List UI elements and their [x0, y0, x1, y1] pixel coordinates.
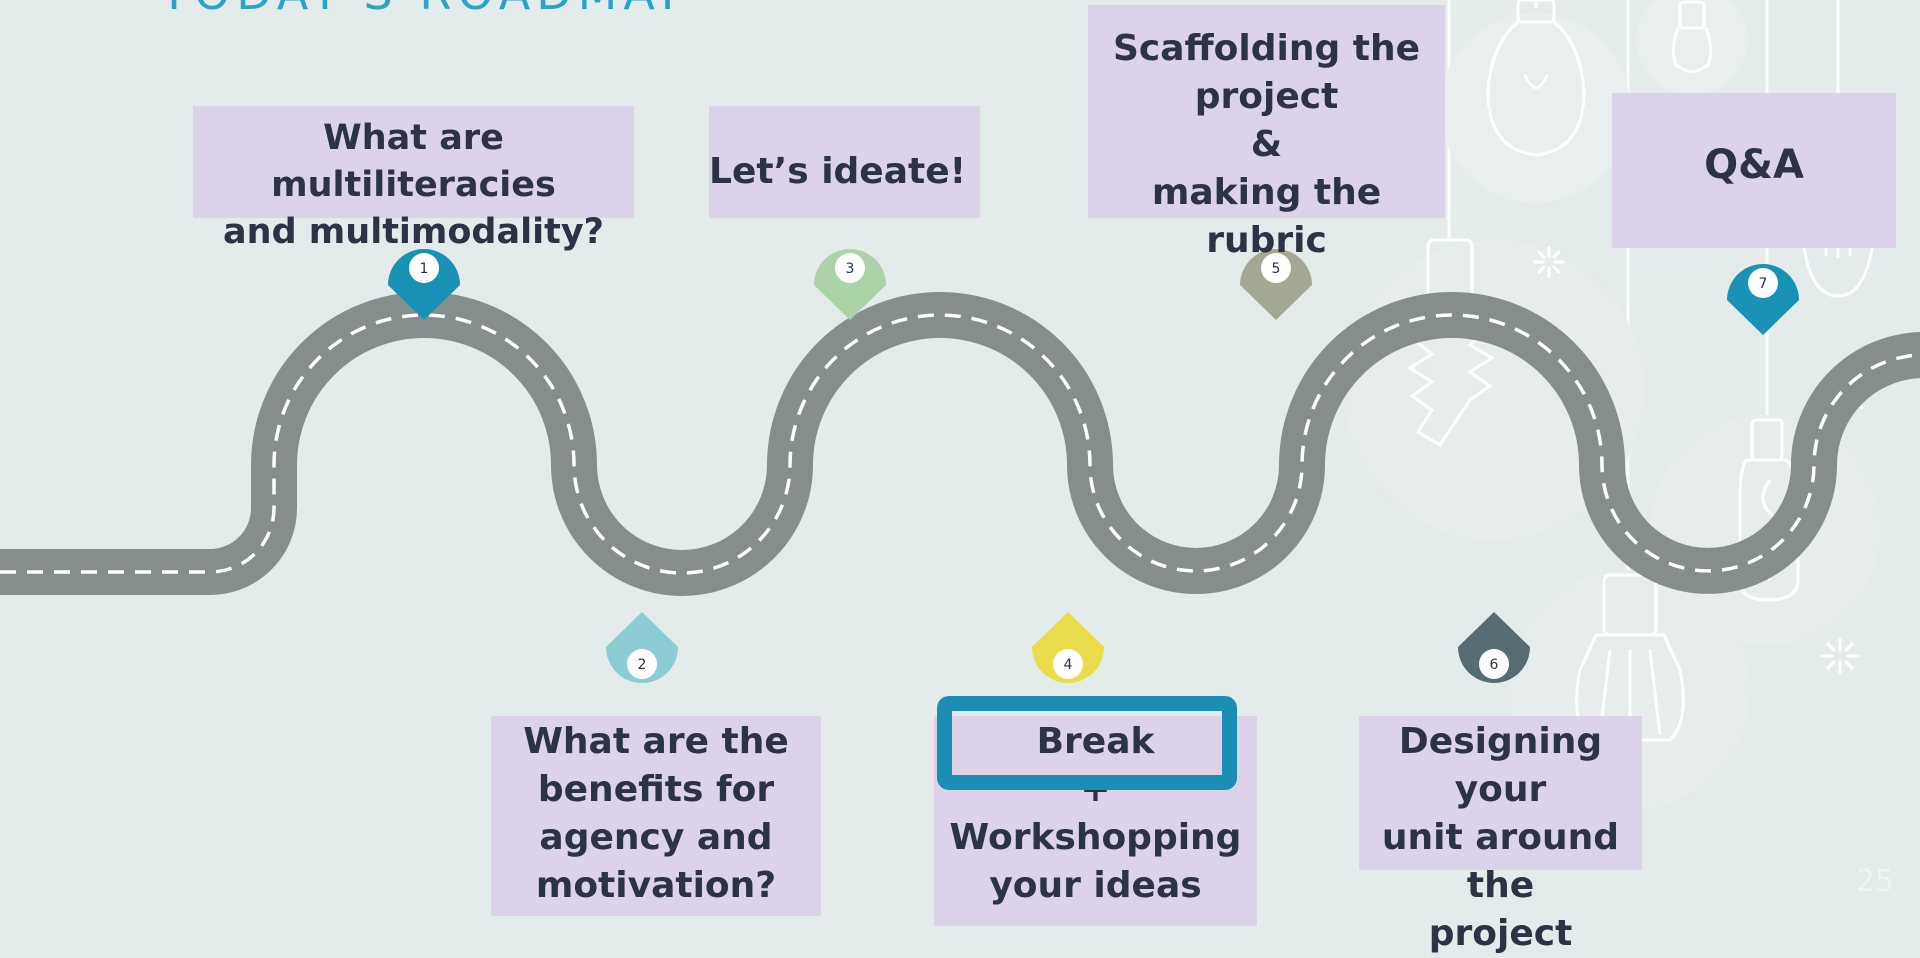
step-7-text: Q&A: [1704, 142, 1804, 188]
location-markers: 1 2 3 4 5 6 7: [387, 248, 1799, 684]
location-pin-icon: 5: [1240, 248, 1312, 320]
location-pin-icon: 4: [1032, 612, 1104, 683]
step-2-text: What are the benefits for agency and mot…: [523, 721, 789, 906]
marker-number: 1: [420, 261, 429, 277]
step-7-box: Q&A: [1612, 93, 1896, 248]
marker-number: 7: [1759, 276, 1768, 292]
location-pin-icon: 6: [1458, 612, 1530, 683]
step-3-text: Let’s ideate!: [709, 151, 967, 192]
lightbulb-icon: [1637, 0, 1747, 95]
location-pin-icon: 7: [1727, 263, 1799, 335]
lightbulb-icon: [1440, 0, 1630, 203]
step-2-box: What are the benefits for agency and mot…: [491, 716, 821, 916]
slide-number: 25: [1855, 864, 1894, 899]
marker-number: 5: [1272, 261, 1281, 277]
step-5-box: Scaffolding the project & making the rub…: [1088, 5, 1445, 261]
location-pin-icon: 3: [814, 248, 886, 320]
step-5-text: Scaffolding the project & making the rub…: [1112, 28, 1421, 261]
marker-number: 3: [846, 261, 855, 277]
step-1-text: What are multiliteracies and multimodali…: [223, 118, 604, 252]
break-highlight-frame: [937, 696, 1237, 790]
step-4-box: Break + Workshopping your ideas: [934, 716, 1257, 926]
step-6-box: Designing your unit around the project: [1359, 716, 1642, 954]
step-6-text: Designing your unit around the project: [1381, 721, 1620, 954]
step-1-box: What are multiliteracies and multimodali…: [193, 106, 634, 252]
marker-number: 4: [1064, 657, 1073, 673]
location-pin-icon: 1: [387, 248, 460, 320]
marker-number: 2: [638, 657, 647, 673]
marker-number: 6: [1490, 657, 1499, 673]
roadmap-road: [0, 292, 1920, 596]
step-4-text: Break + Workshopping your ideas: [949, 721, 1242, 906]
location-pin-icon: 2: [605, 612, 679, 684]
slide-title: TODAY'S ROADMAP: [160, 0, 695, 20]
step-3-box: Let’s ideate!: [709, 106, 980, 218]
